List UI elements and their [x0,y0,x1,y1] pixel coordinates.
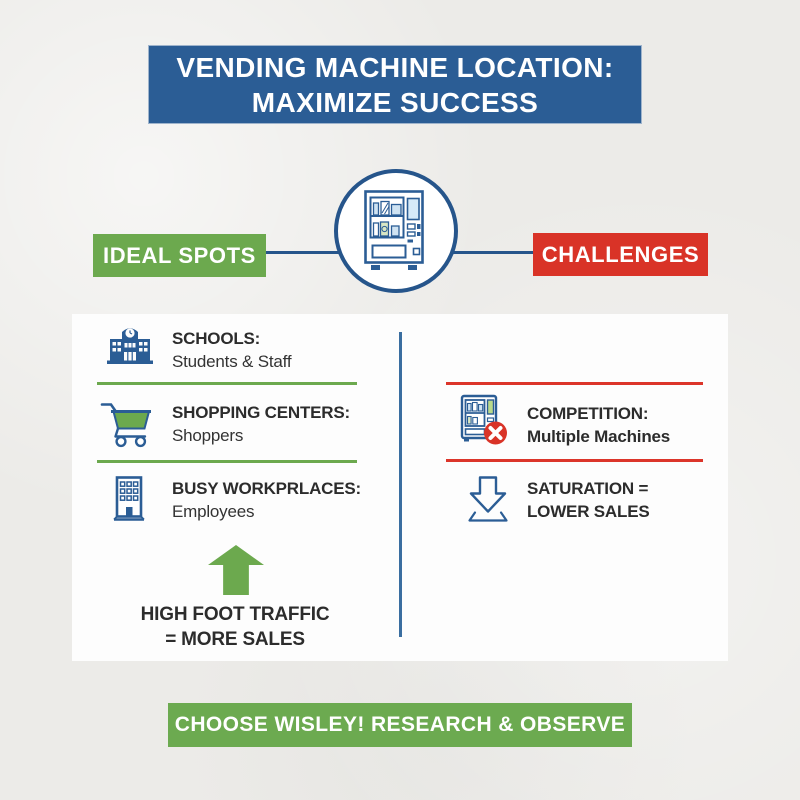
center-circle [334,169,458,293]
footer-banner-text: CHOOSE WISLEY! RESEARCH & OBSERVE [174,713,626,736]
row-subtitle: Shoppers [172,426,244,445]
row-title: COMPETITION: [527,404,649,423]
down-arrow-icon [466,475,510,523]
challenge-row-saturation: SATURATION = LOWER SALES [527,477,650,523]
ideal-spots-label-text: IDEAL SPOTS [103,242,256,268]
challenge-row-competition: COMPETITION: Multiple Machines [527,402,670,448]
row-title: SATURATION = [527,479,649,498]
shopping-cart-icon [100,398,156,448]
vending-machine-icon [363,189,429,273]
conclusion-line-1: HIGH FOOT TRAFFIC [140,604,330,625]
title-banner: VENDING MACHINE LOCATION: MAXIMIZE SUCCE… [148,45,642,124]
red-divider [446,459,703,462]
column-divider [399,332,402,637]
red-divider [446,382,703,385]
challenges-label: CHALLENGES [533,233,708,276]
row-subtitle: Employees [172,502,255,521]
school-icon [106,324,154,366]
row-title: SCHOOLS: [172,329,261,348]
challenges-label-text: CHALLENGES [541,241,700,267]
row-subtitle: LOWER SALES [527,502,650,521]
row-subtitle: Multiple Machines [527,427,671,446]
spot-row-shopping-centers: SHOPPING CENTERS: Shoppers [172,401,350,447]
green-divider [97,382,357,385]
vending-machine-x-icon [459,394,509,446]
footer-banner: CHOOSE WISLEY! RESEARCH & OBSERVE [168,703,632,747]
conclusion-line-2: = MORE SALES [165,629,305,650]
row-title: BUSY WORKPRLACES: [172,479,361,498]
ideal-spots-label: IDEAL SPOTS [93,234,266,277]
conclusion-text: HIGH FOOT TRAFFIC = MORE SALES [105,602,365,652]
spot-row-workplaces: BUSY WORKPRLACES: Employees [172,477,361,523]
green-divider [97,460,357,463]
title-line-1: VENDING MACHINE LOCATION: [176,51,614,83]
spot-row-schools: SCHOOLS: Students & Staff [172,327,292,373]
title-line-2: MAXIMIZE SUCCESS [251,86,539,118]
row-title: SHOPPING CENTERS: [172,403,350,422]
office-building-icon [107,475,151,523]
row-subtitle: Students & Staff [172,352,292,371]
